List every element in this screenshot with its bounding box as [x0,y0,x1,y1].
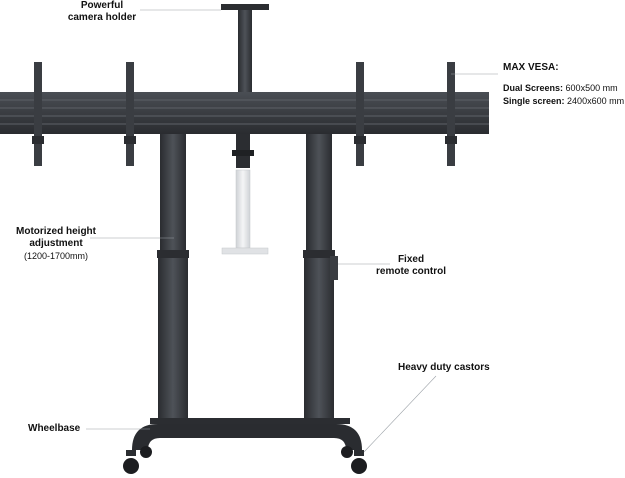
left-column [157,134,189,424]
label-max-vesa: MAX VESA: Dual Screens: 600x500 mm Singl… [503,62,625,108]
label-remote-control: Fixed remote control [368,254,454,278]
right-column [303,134,335,424]
vesa-title: MAX VESA: [503,62,559,73]
remote-control-box [330,256,338,280]
camera-line-1: Powerful [80,0,124,11]
castor-right-front [351,450,367,474]
castor-left-front [123,450,139,474]
height-line-2: adjustment [29,238,83,249]
castors-line-1: Heavy duty castors [398,362,490,373]
castor-left-rear [140,446,152,458]
vesa-single-label: Single screen: [503,96,565,106]
leader-lines [86,9,498,453]
vesa-dual-label: Dual Screens: [503,83,564,93]
camera-holder [221,4,269,92]
label-wheelbase: Wheelbase [28,423,98,435]
wheelbase-line-1: Wheelbase [28,423,81,434]
wheelbase [132,418,362,450]
vesa-bracket-3 [354,62,366,166]
height-range: (1200-1700mm) [23,251,89,261]
vesa-single-value: 2400x600 mm [567,96,625,106]
remote-line-1: Fixed [397,254,425,265]
label-height-adjustment: Motorized height adjustment (1200-1700mm… [6,226,106,263]
vesa-bracket-1 [32,62,44,166]
label-castors: Heavy duty castors [398,362,508,374]
castor-right-rear [341,446,353,458]
height-line-1: Motorized height [16,226,96,237]
mounting-bar [0,92,489,134]
label-camera-holder: Powerful camera holder [58,0,146,24]
leader-castors [363,375,437,453]
vesa-bracket-2 [124,62,136,166]
vesa-dual-value: 600x500 mm [565,83,618,93]
vesa-bracket-4 [445,62,457,166]
center-extension [221,134,269,255]
camera-line-2: camera holder [67,12,137,23]
remote-line-2: remote control [375,266,446,277]
